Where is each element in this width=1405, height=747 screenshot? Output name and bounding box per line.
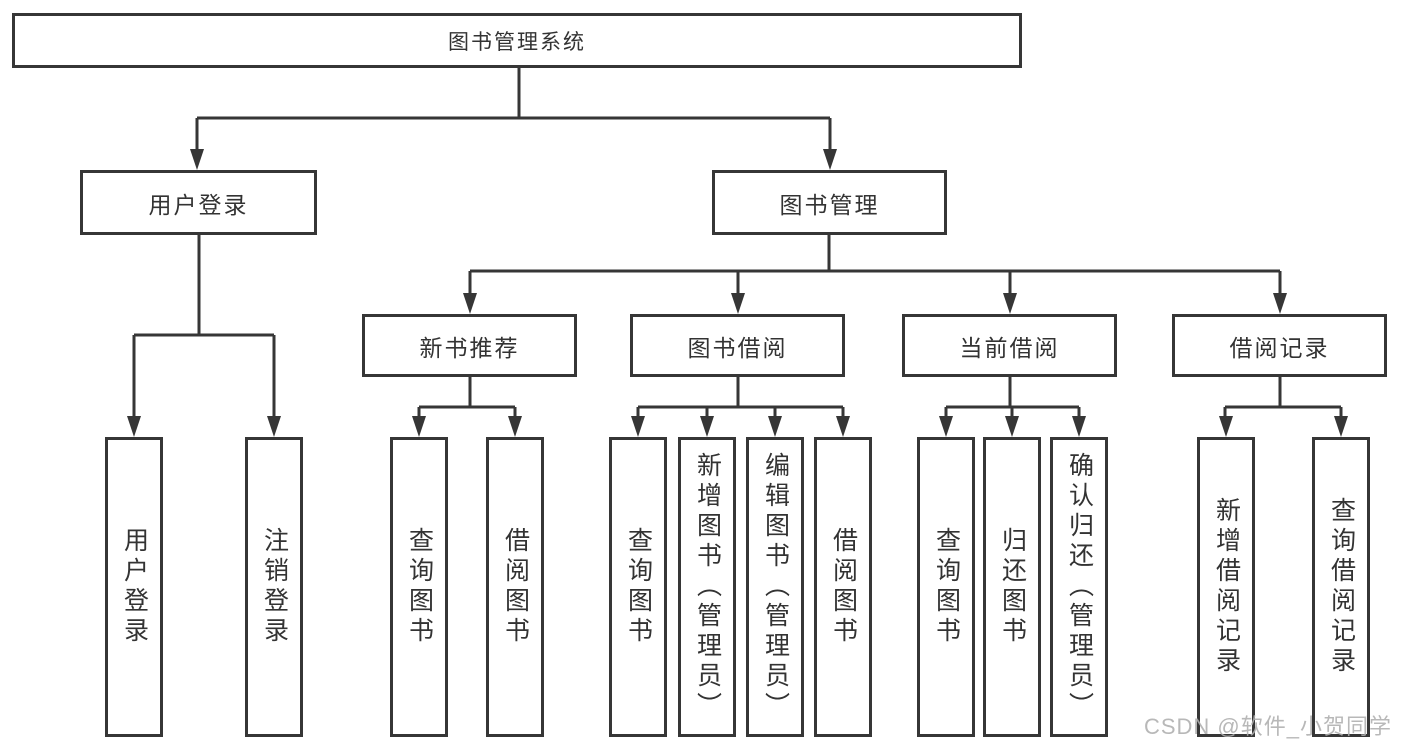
arrowhead-icons [127,149,1348,437]
node-label: 图书管理 [779,191,880,218]
csdn-watermark: CSDN @软件_小贺同学 [1143,714,1392,739]
leaf-query-books-current: 查询图书 [917,437,975,737]
node-label: 新书推荐 [419,334,520,361]
node-book-borrowing: 图书借阅 [630,314,845,377]
node-user-login: 用户登录 [80,170,317,235]
leaf-query-books-recommend: 查询图书 [390,437,448,737]
leaf-return-books: 归还图书 [983,437,1041,737]
node-label: 新增图书（管理员） [693,452,722,722]
node-label: 查询借阅记录 [1327,497,1356,677]
node-current-borrowing: 当前借阅 [902,314,1117,377]
node-label: 借阅记录 [1229,334,1330,361]
node-label: 借阅图书 [829,527,858,647]
node-label: 编辑图书（管理员） [761,452,790,722]
node-borrowing-records: 借阅记录 [1172,314,1387,377]
node-label: 归还图书 [998,527,1027,647]
node-label: 图书借阅 [687,334,788,361]
node-library-management-system: 图书管理系统 [12,13,1022,68]
leaf-user-login: 用户登录 [105,437,163,737]
leaf-confirm-return-admin: 确认归还（管理员） [1050,437,1108,737]
node-label: 新增借阅记录 [1212,497,1241,677]
leaf-edit-book-admin: 编辑图书（管理员） [746,437,804,737]
node-label: 查询图书 [932,527,961,647]
leaf-add-borrow-record: 新增借阅记录 [1197,437,1255,737]
node-label: 用户登录 [148,191,249,218]
node-new-book-recommendation: 新书推荐 [362,314,577,377]
node-label: 查询图书 [405,527,434,647]
node-label: 图书管理系统 [448,30,586,54]
leaf-logout-login: 注销登录 [245,437,303,737]
leaf-query-books-borrowing: 查询图书 [609,437,667,737]
node-label: 注销登录 [260,527,289,647]
leaf-borrow-books-recommend: 借阅图书 [486,437,544,737]
node-label: 查询图书 [624,527,653,647]
node-label: 用户登录 [120,527,149,647]
leaf-add-book-admin: 新增图书（管理员） [678,437,736,737]
node-book-management: 图书管理 [712,170,947,235]
leaf-query-borrow-record: 查询借阅记录 [1312,437,1370,737]
node-label: 确认归还（管理员） [1065,452,1094,722]
node-label: 借阅图书 [501,527,530,647]
node-label: 当前借阅 [959,334,1060,361]
leaf-borrow-books-borrowing: 借阅图书 [814,437,872,737]
